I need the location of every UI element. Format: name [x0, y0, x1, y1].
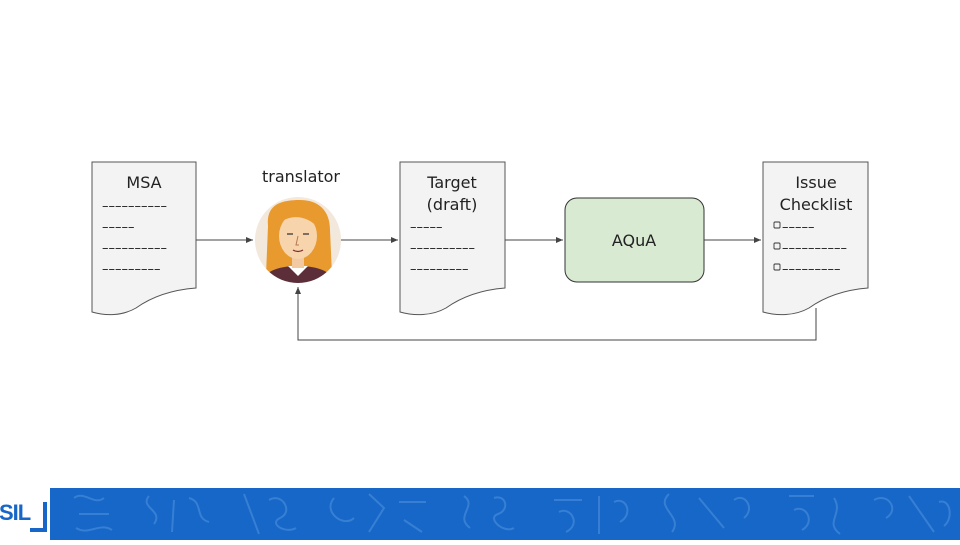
msa-line-1: –––––––––– [102, 199, 167, 214]
arrow-feedback-to-translator [295, 287, 817, 341]
msa-line-2: ––––– [102, 220, 135, 235]
checkbox-icon [773, 242, 781, 250]
sil-logo-text: SIL [0, 500, 31, 525]
target-document: Target (draft) ––––– –––––––––– ––––––––… [399, 161, 506, 316]
msa-document: MSA –––––––––– ––––– –––––––––– ––––––––… [91, 161, 197, 316]
sil-logo: SIL [0, 488, 50, 540]
aqua-label: AQuA [612, 231, 656, 250]
checklist-title-line-1: Issue [795, 173, 836, 192]
checklist-item-2: –––––––––– [782, 241, 847, 256]
checklist-item-1: ––––– [782, 220, 815, 235]
sil-logo-base [30, 528, 47, 532]
target-line-3: ––––––––– [410, 262, 469, 277]
translator-label: translator [262, 167, 340, 186]
checklist-title-line-2: Checklist [780, 195, 853, 214]
msa-line-4: ––––––––– [102, 262, 161, 277]
aqua-box: AQuA [564, 197, 705, 283]
footer-band: SIL [0, 488, 960, 540]
target-line-1: ––––– [410, 220, 443, 235]
footer-pattern [73, 493, 951, 535]
target-title-line-1: Target [426, 173, 477, 192]
target-line-2: –––––––––– [410, 241, 475, 256]
msa-title: MSA [126, 173, 161, 192]
checklist-document: Issue Checklist ––––– –––––––––– –––––––… [762, 161, 869, 316]
checkbox-icon [773, 263, 781, 271]
target-title-line-2: (draft) [427, 195, 478, 214]
checkbox-icon [773, 221, 781, 229]
sil-logo-bar [43, 502, 47, 532]
msa-line-3: –––––––––– [102, 241, 167, 256]
translator-avatar [255, 197, 341, 283]
checklist-item-3: ––––––––– [782, 262, 841, 277]
